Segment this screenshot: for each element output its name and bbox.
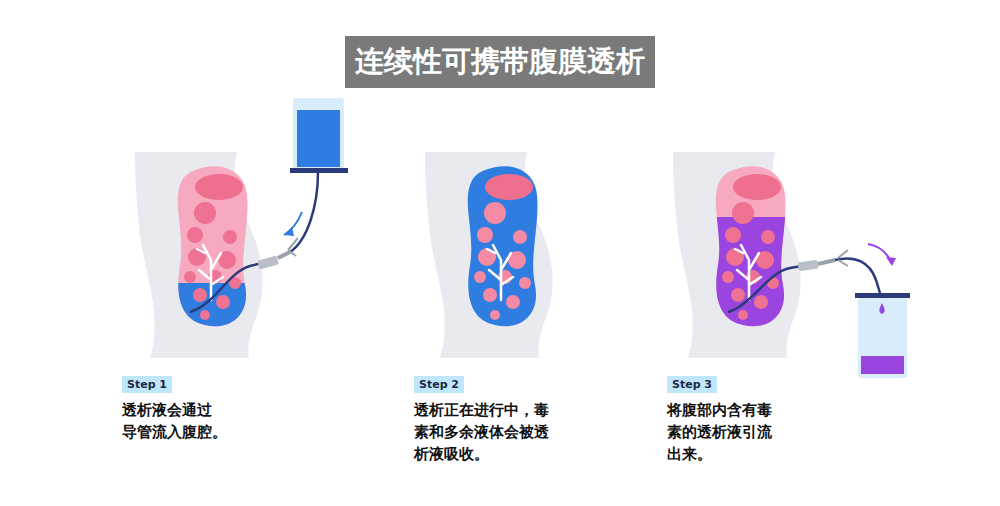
step-description: 透析液会通过 导管流入腹腔。 [122, 400, 230, 444]
step-tag: Step 2 [414, 376, 464, 393]
step-description: 将腹部内含有毒 素的透析液引流 出来。 [667, 400, 775, 465]
step-tag: Step 1 [122, 376, 172, 393]
title-banner: 连续性可携带腹膜透析 [345, 36, 655, 88]
step-number: Step 3 [672, 378, 712, 391]
step-number: Step 2 [419, 378, 459, 391]
step-description: 透析正在进行中，毒 素和多余液体会被透 析液吸收。 [414, 400, 554, 465]
step-number: Step 1 [127, 378, 167, 391]
step-tag: Step 3 [667, 376, 717, 393]
